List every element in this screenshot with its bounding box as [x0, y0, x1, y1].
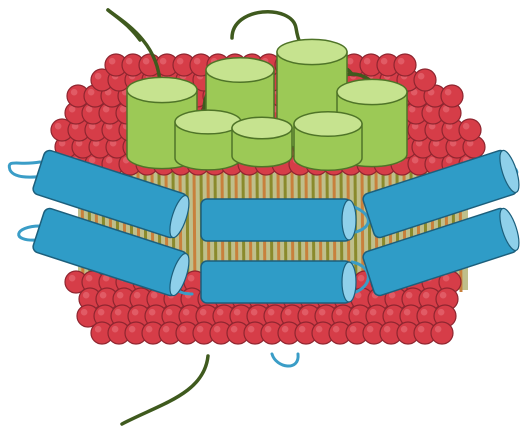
lipid-head: [414, 69, 436, 91]
blue-helix: [201, 199, 356, 241]
lipid-head: [431, 322, 453, 344]
blue-loop: [272, 354, 298, 366]
green-barrel: [294, 112, 362, 170]
lipid-head: [441, 85, 463, 107]
green-barrel: [175, 110, 241, 170]
lipid-head: [394, 54, 416, 76]
c-terminal-tail: [122, 356, 208, 424]
blue-helix: [201, 261, 356, 303]
lipid-head: [459, 119, 481, 141]
n-terminal-tail: [108, 10, 140, 40]
green-barrel: [232, 117, 292, 167]
